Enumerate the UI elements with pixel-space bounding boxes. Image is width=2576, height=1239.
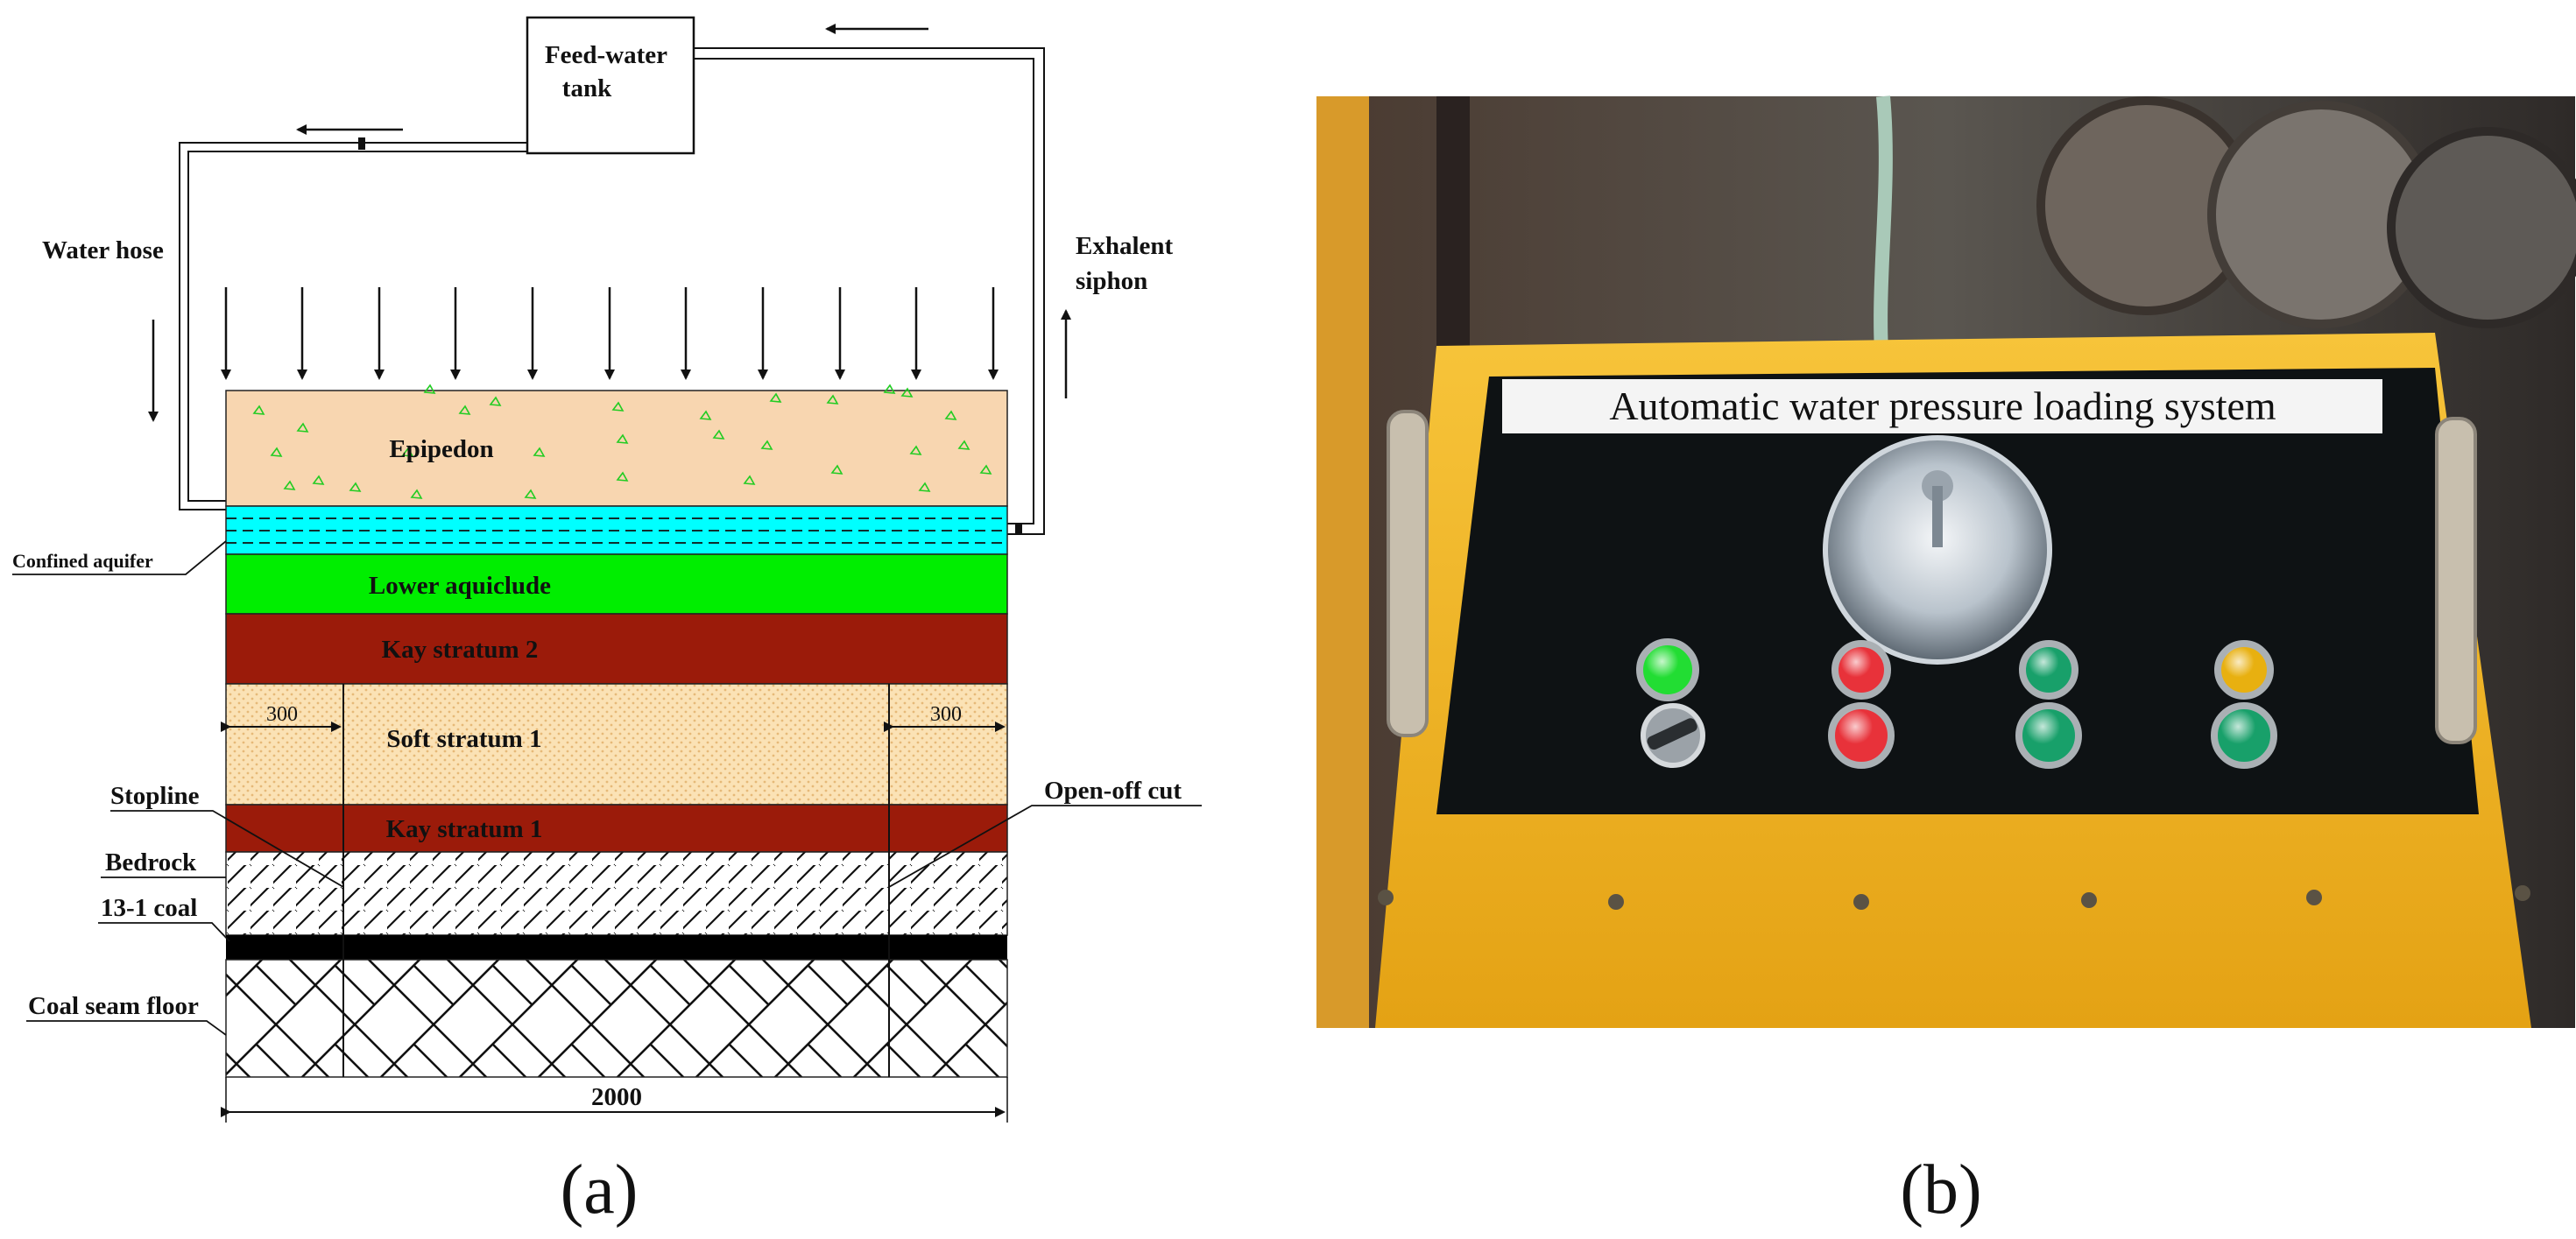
- panel-b-label: (b): [1900, 1151, 1981, 1228]
- confined-aquifer-leader: [12, 540, 227, 575]
- photo-bg-wheel-3: [2387, 127, 2576, 328]
- epipedon-grains: [252, 384, 992, 499]
- sign-text: Automatic water pressure loading system: [1609, 384, 2276, 428]
- front-screws: [1378, 885, 2530, 910]
- layer-key-stratum-1: [225, 804, 1008, 853]
- label-key-stratum-1: Kay stratum 1: [386, 815, 543, 843]
- dim-right-label: 300: [930, 703, 962, 726]
- confined-aquifer-label: Confined aquifer: [12, 550, 153, 572]
- label-soft-stratum-1: Soft stratum 1: [386, 725, 541, 753]
- panel-a-label: (a): [561, 1151, 639, 1228]
- photo-bg-cable: [1874, 95, 1893, 377]
- pressure-gauge: [1823, 435, 2052, 665]
- layer-epipedon: [225, 390, 1008, 507]
- photo-yellow-frame-left: [1316, 96, 1369, 1028]
- pressure-gauge-needle: [1932, 486, 1943, 547]
- coal-13-1-label: 13-1 coal: [101, 894, 197, 922]
- dim-total-label: 2000: [591, 1083, 642, 1111]
- dim-left-label: 300: [266, 703, 298, 726]
- exhalent-label-line2: siphon: [1076, 267, 1147, 295]
- stopline-label: Stopline: [110, 782, 200, 810]
- panel-b-photo: Automatic water pressure loading system: [1316, 95, 2576, 1228]
- layer-coal-seam-floor: [225, 959, 1008, 1078]
- layer-soft-stratum-1: [225, 683, 1008, 806]
- coal-13-1-leader: [98, 922, 230, 942]
- water-hose-pipe: [179, 137, 527, 510]
- tank-label-line2: tank: [562, 74, 612, 102]
- feed-water-tank: [526, 16, 695, 155]
- exhalent-label-line1: Exhalent: [1076, 232, 1174, 260]
- stopline-leader: [110, 810, 344, 888]
- right-handle: [2435, 417, 2477, 744]
- layer-lower-aquiclude: [225, 553, 1008, 615]
- label-lower-aquiclude: Lower aquiclude: [369, 572, 551, 600]
- sign-plate: [1502, 379, 2382, 433]
- left-handle: [1387, 410, 1429, 737]
- coal-seam-floor-label: Coal seam floor: [28, 992, 199, 1020]
- tank-label-line1: Feed-water: [545, 41, 667, 69]
- panel-a-diagram: Feed-water tank Water hose Exhalent siph…: [12, 16, 1202, 1228]
- label-key-stratum-2: Kay stratum 2: [382, 636, 539, 664]
- aquifer-dashes: [226, 517, 1007, 544]
- layer-bedrock: [225, 851, 1008, 936]
- layer-13-1-coal: [226, 935, 1007, 960]
- bedrock-label: Bedrock: [105, 848, 197, 876]
- open-off-cut-label: Open-off cut: [1044, 777, 1182, 805]
- exhalent-siphon-pipe: [694, 47, 1045, 535]
- coal-seam-floor-leader: [26, 1020, 227, 1036]
- open-off-cut-leader: [888, 805, 1202, 888]
- control-buttons: [1636, 638, 2277, 769]
- water-hose-label: Water hose: [42, 236, 164, 264]
- load-arrows: [221, 287, 999, 380]
- layer-key-stratum-2: [225, 613, 1008, 685]
- label-epipedon: Epipedon: [389, 435, 493, 463]
